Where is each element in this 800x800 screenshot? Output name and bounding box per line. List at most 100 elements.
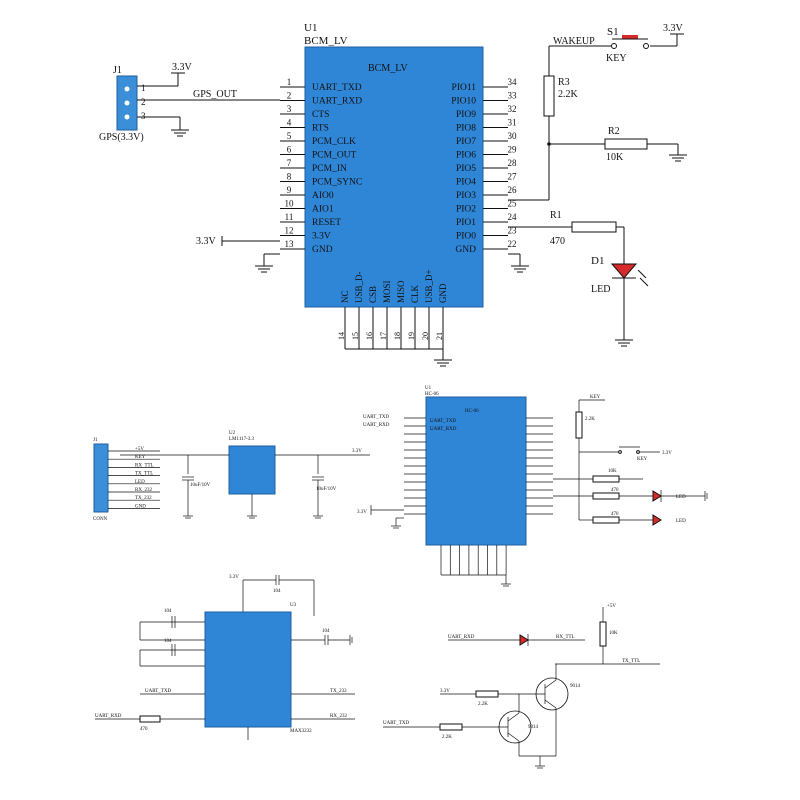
u1-pin-number: 7	[287, 158, 292, 168]
r1-body	[571, 221, 617, 233]
max-c1: 104	[164, 609, 172, 614]
u1-pin-name: 3.3V	[312, 232, 331, 242]
ls-r-base2: 2.2K	[478, 702, 488, 707]
j1-pin-2: 2	[141, 97, 146, 107]
r1-ref: R1	[550, 210, 562, 221]
d1-ref: D1	[591, 255, 604, 267]
max-vcc: 3.3V	[229, 575, 239, 580]
u1-pin-name: MOSI	[382, 280, 392, 303]
d1-led-icon	[610, 263, 638, 279]
ground-symbol	[171, 129, 189, 137]
u1-pin-number: 31	[508, 118, 517, 128]
max-body	[204, 611, 292, 728]
hc-ref: U1	[425, 386, 432, 391]
s1-vcc: 3.3V	[663, 23, 684, 34]
u1-pin-name: PIO10	[451, 97, 476, 107]
hc-uart-txd: UART_TXD	[363, 415, 389, 420]
ls-vcc-in: 3.3V	[440, 689, 450, 694]
u1-pin-name: PIO4	[456, 178, 476, 188]
hc-vcc: 3.3V	[357, 510, 367, 515]
u1-pin-name: GND	[438, 283, 448, 303]
u1-pin-number: 16	[365, 332, 374, 340]
u1-pin-number: 3	[287, 104, 292, 114]
u1-pin-number: 8	[287, 172, 292, 182]
max-c-top: 104	[273, 589, 281, 594]
u1-pin-name: RTS	[312, 124, 329, 134]
ground-symbol	[313, 515, 323, 519]
hc-r1-value: 470	[611, 488, 619, 493]
u1-part-top: BCM_LV	[304, 35, 348, 47]
hc-uart-rxd: UART_RXD	[363, 423, 390, 428]
u1-pin-name: AIO1	[312, 205, 334, 215]
conn-pin-label: TX_232	[135, 496, 152, 501]
hc06-module: U1 HC-06 HC-06 UART_TXD UART_RXD UART_TX…	[357, 386, 553, 587]
u1-ref: U1	[304, 22, 317, 34]
u1-pin-name: GND	[312, 245, 333, 255]
conn-pin-label: RX_232	[135, 488, 152, 493]
max-r-value: 470	[140, 727, 148, 732]
max-tx232: TX_232	[330, 689, 347, 694]
u1-power-nets: 3.3V	[196, 236, 529, 273]
hc06-right-components: KEY 2.2K 3.3V KEY 10K 470 LED 470 LED	[553, 395, 708, 526]
ground-symbol	[434, 359, 452, 367]
d1-label: LED	[591, 284, 610, 295]
r1-value: 470	[550, 236, 565, 247]
hc-r2-body	[592, 475, 620, 483]
s1-wakeup-circuit: S1 3.3V KEY WAKEUP R3 2.2K R2 10K	[508, 23, 687, 201]
net-gps-out: GPS_OUT	[193, 89, 237, 100]
u1-pin-number: 1	[287, 77, 292, 87]
hc-r3-value: 2.2K	[585, 417, 595, 422]
hc-led-label: LED	[676, 495, 686, 500]
max-uart-rxd: UART_RXD	[95, 714, 122, 719]
u1-pin-number: 9	[287, 185, 292, 195]
u1-pin-number: 33	[508, 91, 518, 101]
conn-ref: J1	[93, 438, 98, 443]
s1-ref: S1	[607, 26, 619, 38]
conn-pin-label: KEY	[135, 455, 146, 460]
u1-pin-number: 25	[508, 199, 518, 209]
s1-label: KEY	[606, 53, 627, 64]
reg-part: LM1117-3.3	[229, 437, 255, 442]
u1-pin-number: 5	[287, 131, 292, 141]
u1-pin-name: PIO6	[456, 151, 476, 161]
net-key: KEY	[590, 395, 601, 400]
u1-bottom-pins: NC14USB_D-15CSB16MOSI17MISO18CLK19USB_D+…	[337, 269, 448, 349]
u1-pin-name: GND	[455, 245, 476, 255]
conn-pin-label: GND	[135, 504, 146, 509]
hc-led-icon	[652, 490, 662, 502]
q1-part: 9014	[528, 725, 539, 730]
ground-symbol	[511, 265, 529, 273]
r2-ref: R2	[608, 126, 620, 137]
u1-pin-name: AIO0	[312, 191, 334, 201]
r3-value: 2.2K	[558, 89, 579, 100]
u1-pin-number: 26	[508, 185, 518, 195]
u1-pin-number: 15	[351, 332, 360, 340]
u1-part-inside: BCM_LV	[368, 63, 408, 74]
conn-pin-label: LED	[135, 480, 145, 485]
u1-pin-name: PCM_IN	[312, 164, 347, 174]
hc-r2-value: 10K	[608, 469, 617, 474]
reg-body	[228, 445, 276, 495]
hc-r1-body	[592, 492, 620, 500]
u1-pin-name: USB_D+	[424, 269, 434, 303]
net-wakeup: WAKEUP	[553, 36, 595, 47]
hc-r3-body	[575, 411, 583, 439]
conn-body	[93, 443, 109, 513]
u1-left-pins: 1UART_TXD2UART_RXD3CTS4RTS5PCM_CLK6PCM_O…	[280, 77, 362, 255]
hc-key-label: KEY	[637, 457, 648, 462]
s1-actuator	[622, 35, 638, 39]
ls-r-base1: 2.2K	[442, 735, 452, 740]
u1-pin-name: MISO	[396, 280, 406, 303]
u1-pin-number: 24	[508, 212, 518, 222]
ground-symbol	[615, 339, 633, 347]
u1-pin-name: UART_RXD	[312, 97, 362, 107]
hc-part-inside: HC-06	[465, 409, 479, 414]
reg-out-vcc: 3.3V	[352, 449, 362, 454]
max-c2: 104	[164, 639, 172, 644]
u1-pin-number: 19	[407, 332, 416, 340]
u1-pin-name: PIO1	[456, 218, 476, 228]
reg-cout: 10uF/10V	[316, 487, 337, 492]
u1-pin-number: 4	[287, 118, 292, 128]
u1-pin-number: 27	[508, 172, 518, 182]
hc-part: HC-06	[425, 392, 439, 397]
